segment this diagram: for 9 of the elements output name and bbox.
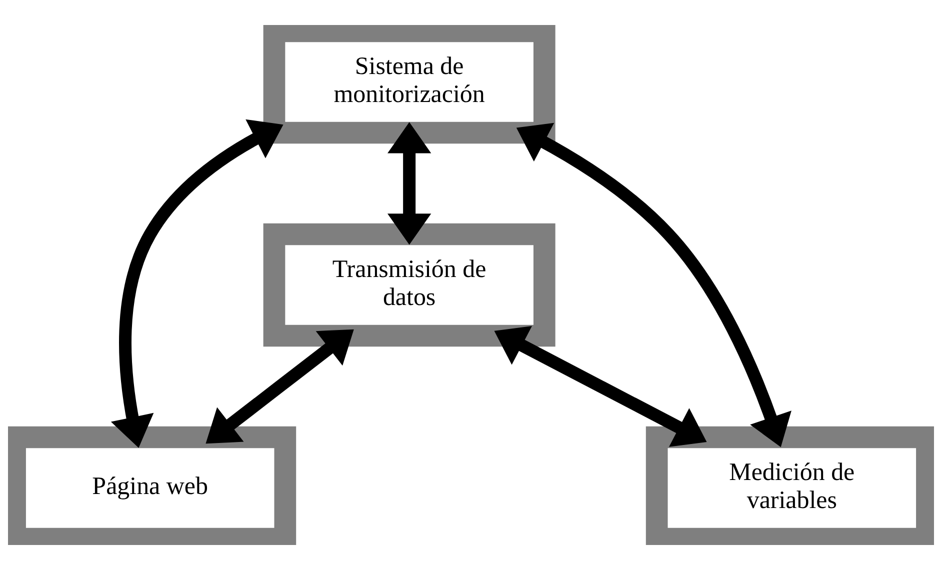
- arrow: [516, 122, 792, 447]
- arrow: [206, 328, 354, 444]
- node-box: Página web: [8, 426, 296, 544]
- arrow: [387, 122, 432, 244]
- node-box: Transmisión de datos: [263, 222, 556, 346]
- node-box: Medición de variables: [646, 426, 934, 544]
- node-box: Sistema de monitorización: [263, 24, 556, 144]
- arrow: [110, 118, 284, 448]
- arrow: [494, 326, 707, 446]
